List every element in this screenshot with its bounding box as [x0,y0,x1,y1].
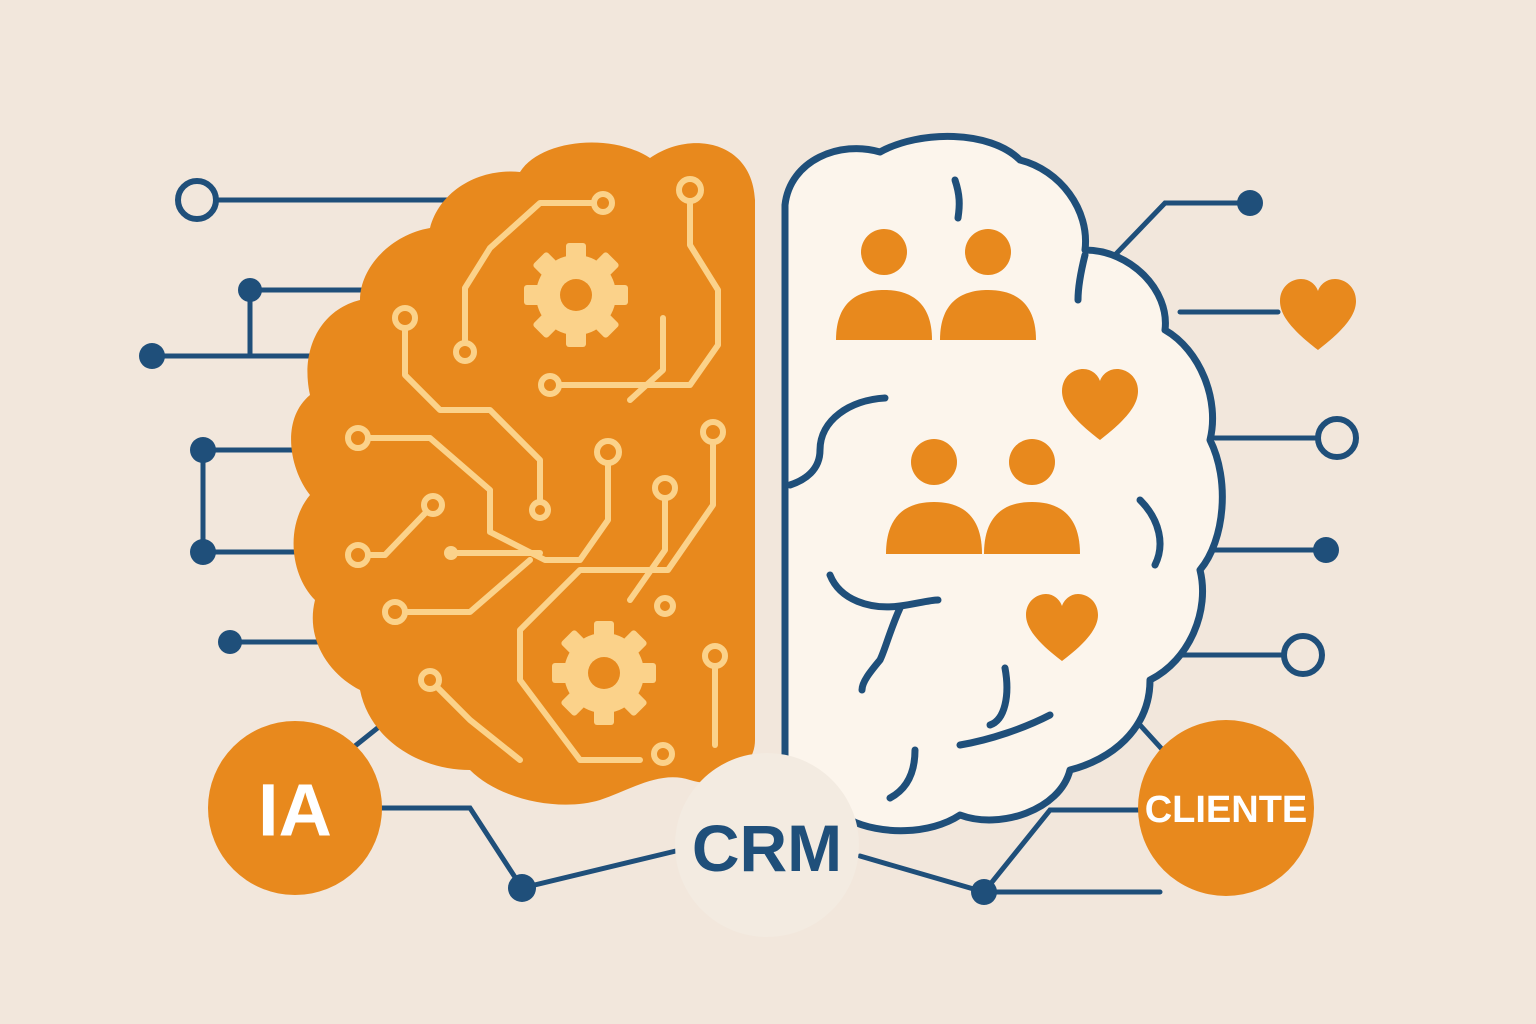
gear-icon [552,621,656,725]
right-connectors [1112,200,1329,658]
customer-node-label: CLIENTE [1145,789,1308,831]
left-connector-dots [139,178,997,905]
heart-icon [1280,279,1356,350]
heart-icon [1062,369,1138,440]
ai-node: IA [208,721,382,895]
people-icon [836,229,1036,340]
ai-node-label: IA [258,769,332,852]
crm-node-label: CRM [692,811,842,885]
customer-node: CLIENTE [1138,720,1314,896]
ai-brain-hemisphere [291,142,755,805]
right-connector-dots [1237,190,1359,677]
heart-icon [1026,594,1098,661]
gear-icon [524,243,628,347]
crm-node: CRM [675,753,859,937]
people-icon [886,439,1080,554]
